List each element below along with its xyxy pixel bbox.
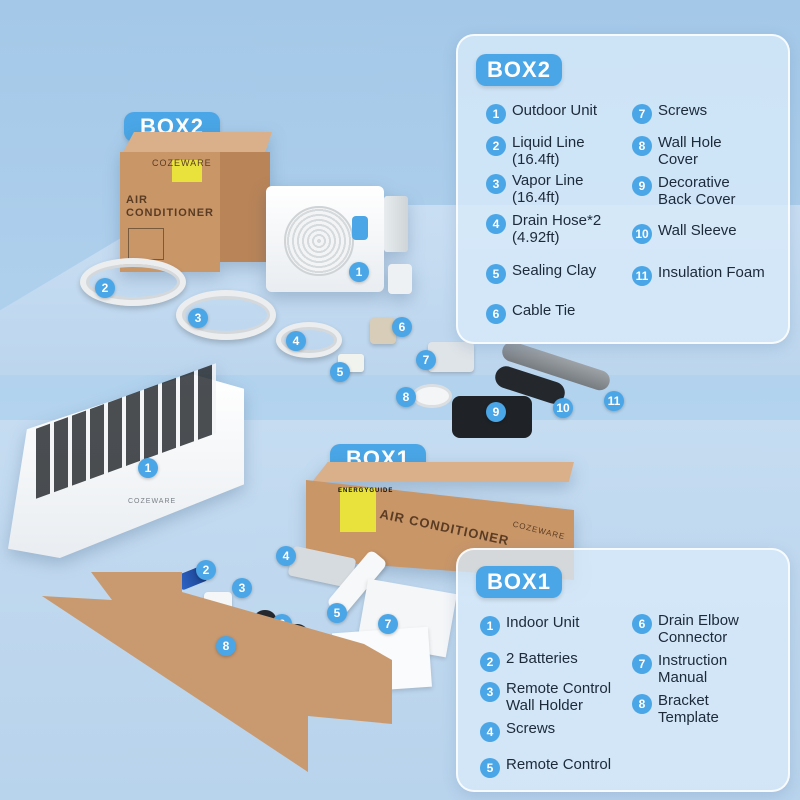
vapor-line-coil: [176, 290, 276, 340]
marker-indoor-unit: 1: [138, 458, 158, 478]
marker-insulation-foam: 11: [604, 391, 624, 411]
plug: [388, 264, 412, 294]
marker-drain-hose: 4: [286, 331, 306, 351]
box2-unit-print: [128, 228, 164, 260]
marker-screws-box1: 4: [276, 546, 296, 566]
marker-sealing-clay: 5: [330, 362, 350, 382]
outdoor-unit: [266, 176, 416, 294]
box1-legend-title: BOX1: [476, 566, 562, 598]
box2-legend-title: BOX2: [476, 54, 562, 86]
energyguide-text: ENERGYGUIDE: [338, 488, 394, 494]
marker-wall-hole-cover: 8: [396, 387, 416, 407]
indoor-unit: COZEWARE: [8, 363, 248, 560]
marker-back-cover: 9: [486, 402, 506, 422]
marker-template: 8: [216, 636, 236, 656]
marker-rc-holder: 3: [232, 578, 252, 598]
marker-manual: 7: [378, 614, 398, 634]
marker-vapor-line: 3: [188, 308, 208, 328]
box2-product: AIR CONDITIONER: [126, 194, 214, 219]
brand-badge: [352, 216, 368, 240]
box2-carton: COZEWARE AIR CONDITIONER: [112, 132, 272, 272]
box1-energy-label: [340, 488, 376, 532]
marker-remote: 5: [327, 603, 347, 623]
marker-cable-tie: 6: [392, 317, 412, 337]
marker-batteries: 2: [196, 560, 216, 580]
drain-hose-coil: [276, 322, 342, 358]
marker-wall-sleeve: 10: [553, 398, 573, 418]
box2-brand: COZEWARE: [152, 158, 212, 168]
energy-label: [172, 160, 202, 182]
marker-liquid-line: 2: [95, 278, 115, 298]
cable-tie: [370, 318, 396, 344]
valve-cover: [384, 196, 408, 252]
marker-outdoor-unit: 1: [349, 262, 369, 282]
wall-hole-cover: [412, 384, 452, 408]
fan-grille: [284, 206, 354, 276]
indoor-brand: COZEWARE: [128, 498, 177, 505]
liquid-line-coil: [80, 258, 186, 306]
marker-screws-box2: 7: [416, 350, 436, 370]
